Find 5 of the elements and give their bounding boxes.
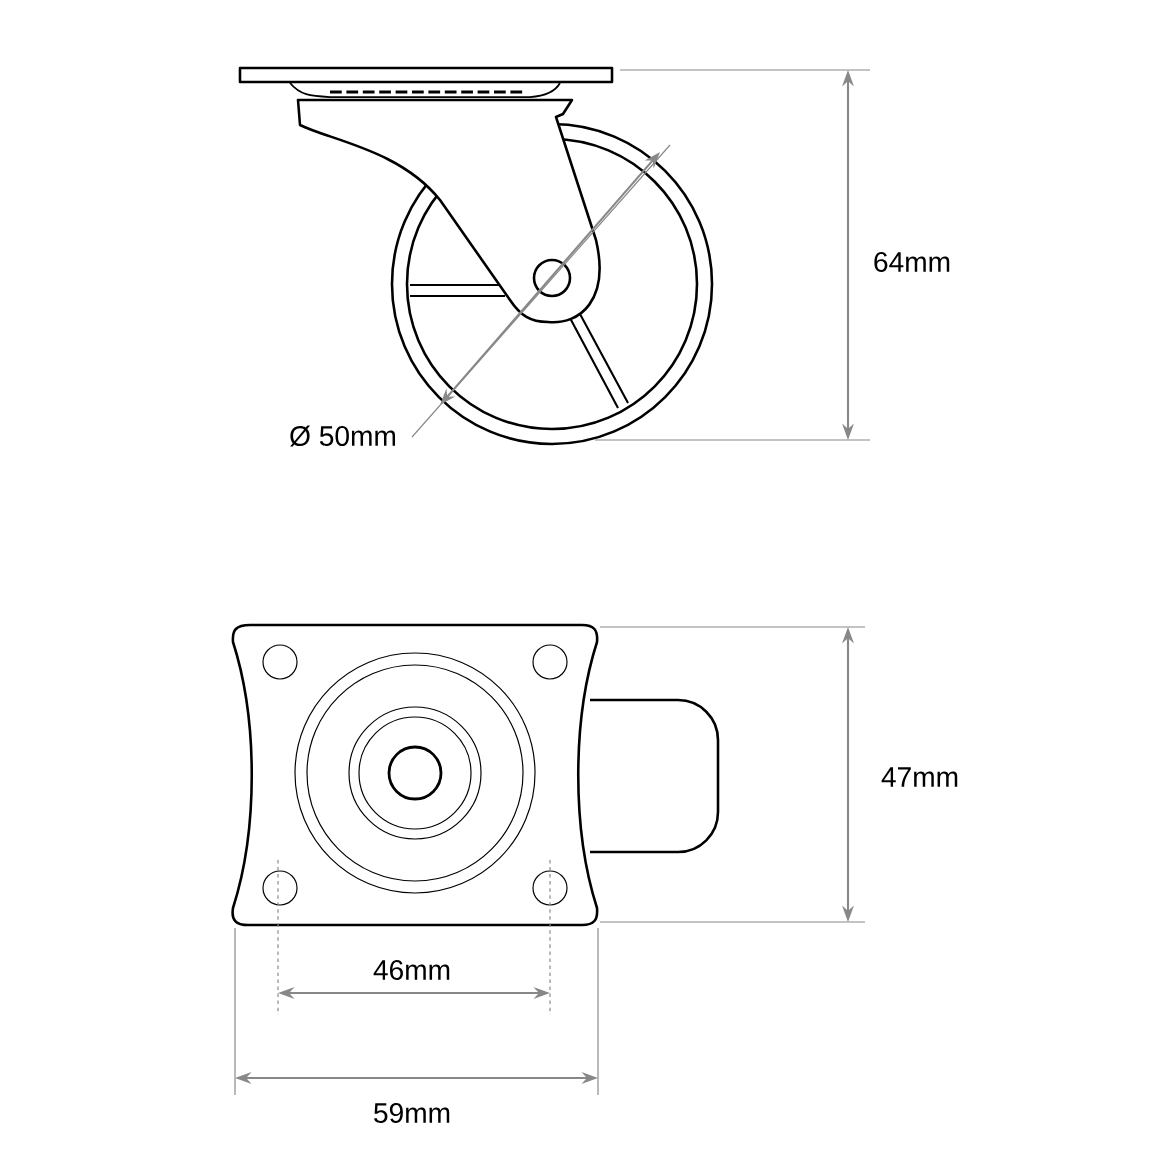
dimension-label: 47mm [881, 767, 958, 787]
dimension-label: Ø 50mm [290, 425, 395, 447]
dimension-label: 46mm [373, 960, 450, 980]
dimension-label: 64mm [874, 252, 950, 272]
dimension-label: 59mm [374, 1103, 450, 1123]
